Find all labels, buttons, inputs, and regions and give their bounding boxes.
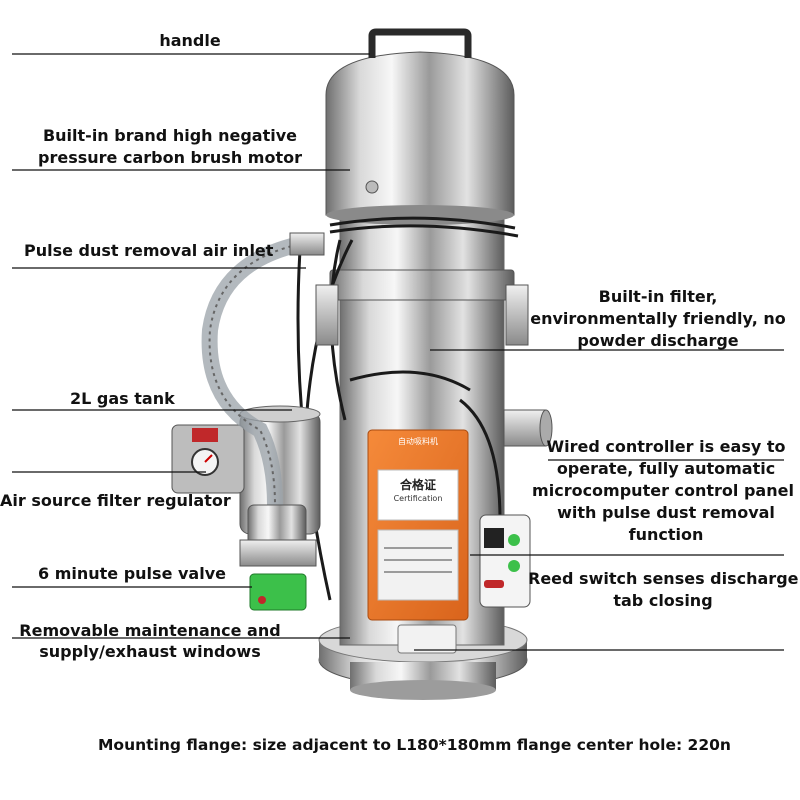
label-controller-line4: with pulse dust removal bbox=[557, 503, 775, 522]
cert-title: 合格证 bbox=[399, 478, 436, 492]
label-gas-tank: 2L gas tank bbox=[70, 389, 175, 408]
label-motor-line2: pressure carbon brush motor bbox=[38, 148, 302, 167]
label-reed-line2: tab closing bbox=[613, 591, 713, 610]
handle-icon bbox=[368, 28, 472, 58]
label-controller-line1: Wired controller is easy to bbox=[546, 437, 786, 456]
label-filter-line3: powder discharge bbox=[577, 331, 739, 350]
label-motor-line1: Built-in brand high negative bbox=[42, 126, 298, 145]
label-windows-line1: Removable maintenance and bbox=[19, 621, 281, 640]
wired-controller bbox=[479, 514, 531, 608]
panel-header: 自动吸料机 bbox=[398, 437, 438, 446]
label-filter-line2: environmentally friendly, no bbox=[530, 309, 786, 328]
label-regulator: Air source filter regulator bbox=[0, 491, 231, 510]
label-controller-line3: microcomputer control panel bbox=[532, 481, 794, 500]
discharge-port bbox=[503, 409, 553, 447]
motor-dome bbox=[325, 51, 515, 225]
leader-lines bbox=[12, 53, 784, 651]
label-pulse-valve: 6 minute pulse valve bbox=[38, 564, 226, 583]
control-panel bbox=[367, 429, 469, 621]
maintenance-window bbox=[397, 624, 457, 654]
cert-subtitle: Certification bbox=[393, 494, 443, 503]
right-clamp bbox=[505, 284, 529, 346]
pulse-valve bbox=[239, 504, 317, 611]
filter-regulator bbox=[171, 424, 245, 494]
label-pulse-inlet: Pulse dust removal air inlet bbox=[24, 241, 274, 260]
label-controller-line2: operate, fully automatic bbox=[556, 459, 776, 478]
label-windows-line2: supply/exhaust windows bbox=[39, 642, 261, 661]
label-controller-line5: function bbox=[628, 525, 704, 544]
label-reed-line1: Reed switch senses discharge bbox=[528, 569, 799, 588]
label-filter-line1: Built-in filter, bbox=[598, 287, 718, 306]
left-clamp bbox=[315, 284, 339, 346]
label-handle: handle bbox=[159, 31, 221, 50]
label-flange: Mounting flange: size adjacent to L180*1… bbox=[98, 736, 731, 754]
